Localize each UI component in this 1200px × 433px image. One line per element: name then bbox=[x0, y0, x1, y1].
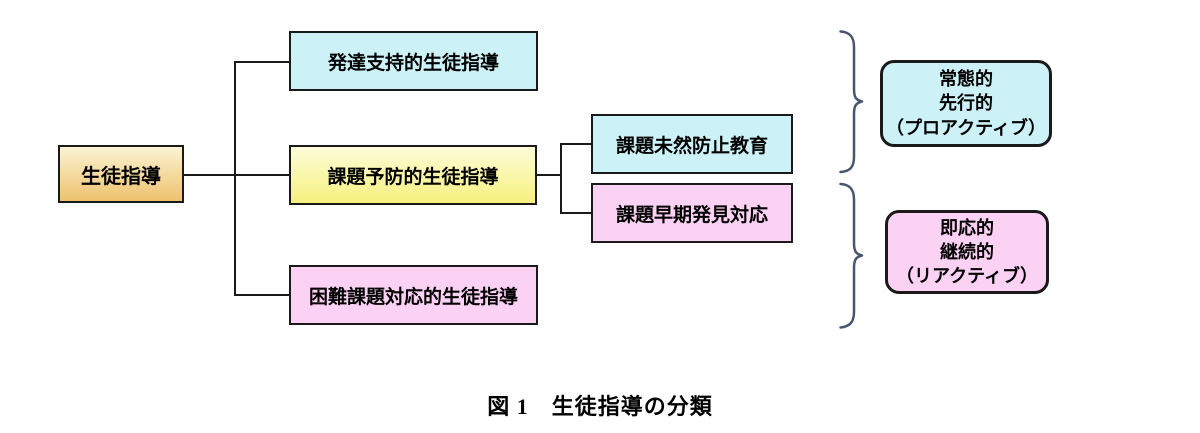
box-difficult-issue-response: 困難課題対応的生徒指導 bbox=[289, 265, 538, 325]
group-label-reactive: 即応的 継続的 （リアクティブ） bbox=[885, 210, 1049, 294]
box-label: 課題未然防止教育 bbox=[615, 135, 768, 157]
box-early-detection-response: 課題早期発見対応 bbox=[591, 183, 793, 243]
group-label-line: （プロアクティブ） bbox=[885, 117, 1047, 138]
box-label: 生徒指導 bbox=[81, 165, 161, 188]
curly-brace-reactive bbox=[839, 182, 864, 329]
box-issue-prevention-education: 課題未然防止教育 bbox=[591, 114, 793, 174]
box-student-guidance-root: 生徒指導 bbox=[58, 145, 184, 203]
group-label-line: 先行的 bbox=[939, 93, 993, 114]
group-label-line: 即応的 bbox=[940, 217, 994, 238]
box-developmental-support: 発達支持的生徒指導 bbox=[289, 31, 538, 91]
group-label-line: （リアクティブ） bbox=[895, 266, 1039, 287]
box-label: 課題早期発見対応 bbox=[615, 204, 768, 226]
box-label: 発達支持的生徒指導 bbox=[327, 52, 499, 74]
curly-brace-proactive bbox=[839, 30, 864, 174]
box-label: 困難課題対応的生徒指導 bbox=[308, 286, 518, 308]
box-label: 課題予防的生徒指導 bbox=[327, 166, 499, 188]
group-label-proactive: 常態的 先行的 （プロアクティブ） bbox=[880, 60, 1052, 147]
group-label-line: 常態的 bbox=[939, 69, 993, 90]
group-label-line: 継続的 bbox=[940, 241, 994, 262]
figure-caption: 図 1 生徒指導の分類 bbox=[487, 394, 713, 419]
box-issue-prevention: 課題予防的生徒指導 bbox=[289, 145, 537, 205]
